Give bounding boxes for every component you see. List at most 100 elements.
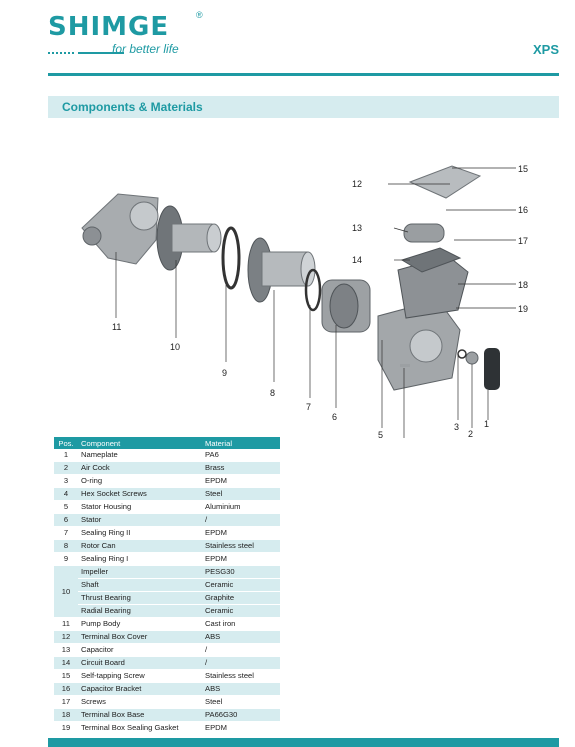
callout-1: 1: [484, 419, 489, 429]
row-pos: 2: [54, 461, 78, 475]
section-title: Components & Materials: [62, 100, 203, 114]
row-material: PA66G30: [202, 708, 280, 722]
row-component: Nameplate: [78, 449, 202, 462]
logo-dots: [48, 52, 74, 54]
row-material: /: [202, 643, 280, 657]
callout-9: 9: [222, 368, 227, 378]
callout-17: 17: [518, 236, 528, 246]
callout-7: 7: [306, 402, 311, 412]
row-component: O-ring: [78, 474, 202, 488]
row-material: Cast iron: [202, 617, 280, 631]
row-component: Shaft: [78, 578, 202, 592]
row-pos: 18: [54, 708, 78, 722]
row-material: PA6: [202, 449, 280, 462]
row-component: Hex Socket Screws: [78, 487, 202, 501]
row-pos: 19: [54, 721, 78, 735]
exploded-pump-diagram: 11 10 9 8 7 6 5 4 3 2 1 12 13 14 15 16 1…: [81, 164, 528, 440]
row-pos: 5: [54, 500, 78, 514]
row-pos: 14: [54, 656, 78, 670]
callout-18: 18: [518, 280, 528, 290]
row-component: Capacitor Bracket: [78, 682, 202, 696]
callout-8: 8: [270, 388, 275, 398]
row-pos: 13: [54, 643, 78, 657]
row-material: Aluminium: [202, 500, 280, 514]
row-component: Circuit Board: [78, 656, 202, 670]
row-pos: 8: [54, 539, 78, 553]
o-ring-illustration: [457, 349, 467, 359]
callout-5: 5: [378, 430, 383, 440]
callout-10: 10: [170, 342, 180, 352]
row-material: Stainless steel: [202, 539, 280, 553]
callout-2: 2: [468, 429, 473, 439]
row-pos: 3: [54, 474, 78, 488]
pump-body-illustration: [81, 193, 159, 265]
rotor-can-illustration: [247, 237, 316, 303]
row-component: Thrust Bearing: [78, 591, 202, 605]
row-pos: 6: [54, 513, 78, 527]
row-component: Rotor Can: [78, 539, 202, 553]
callout-13: 13: [352, 223, 362, 233]
row-material: /: [202, 513, 280, 527]
row-component: Stator Housing: [78, 500, 202, 514]
row-component: Air Cock: [78, 461, 202, 475]
footer-bar: [48, 738, 559, 747]
brand-name: SHIMGE: [48, 12, 170, 42]
row-material: PESG30: [202, 565, 280, 579]
sealing-ring-1-illustration: [221, 226, 241, 290]
row-material: Stainless steel: [202, 669, 280, 683]
header-pos: Pos.: [54, 437, 78, 449]
nameplate-illustration: [484, 348, 500, 390]
row-material: EPDM: [202, 526, 280, 540]
row-component: Capacitor: [78, 643, 202, 657]
section-header: Components & Materials: [48, 96, 559, 118]
row-component: Terminal Box Sealing Gasket: [78, 721, 202, 735]
callout-3: 3: [454, 422, 459, 432]
brand-tagline: for better life: [112, 42, 179, 56]
row-component: Impeller: [78, 565, 202, 579]
row-pos: 16: [54, 682, 78, 696]
callout-16: 16: [518, 205, 528, 215]
logo-underline: [78, 52, 124, 54]
row-material: /: [202, 656, 280, 670]
row-pos: 4: [54, 487, 78, 501]
impeller-illustration: [156, 205, 222, 271]
hex-screw-illustration: [400, 364, 410, 367]
row-component: Terminal Box Base: [78, 708, 202, 722]
row-material: ABS: [202, 682, 280, 696]
row-component: Screws: [78, 695, 202, 709]
capacitor-illustration: [403, 223, 445, 243]
air-cock-illustration: [465, 351, 479, 365]
row-material: ABS: [202, 630, 280, 644]
row-component: Stator: [78, 513, 202, 527]
row-pos: 9: [54, 552, 78, 566]
header-rule: [48, 73, 559, 76]
circuit-board-illustration: [400, 247, 462, 273]
row-pos: 15: [54, 669, 78, 683]
stator-illustration: [321, 279, 371, 333]
row-material: EPDM: [202, 552, 280, 566]
callout-15: 15: [518, 164, 528, 174]
row-material: EPDM: [202, 474, 280, 488]
table-header-row: Pos. Component Material: [54, 437, 280, 449]
row-component: Sealing Ring I: [78, 552, 202, 566]
row-material: Graphite: [202, 591, 280, 605]
header-component: Component: [78, 437, 202, 449]
brand-logo: SHIMGE ® for better life: [48, 10, 218, 58]
row-pos: 12: [54, 630, 78, 644]
